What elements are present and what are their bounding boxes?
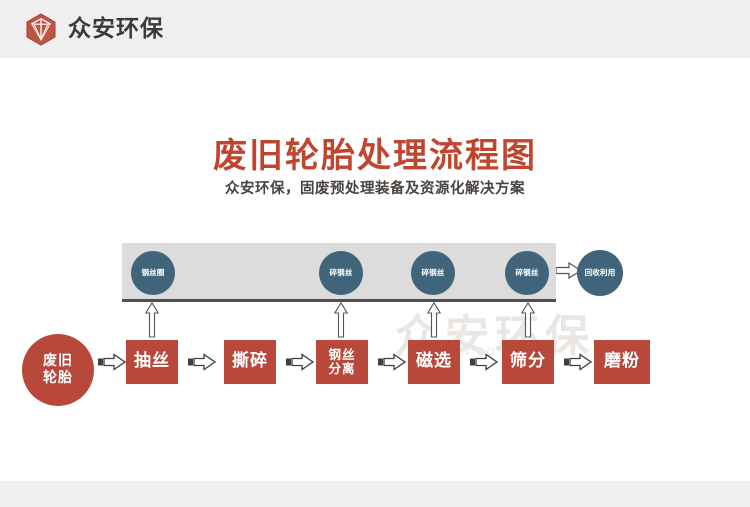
source-node-waste-tire[interactable]: 废旧 轮胎 bbox=[22, 334, 94, 406]
page-subtitle: 众安环保，固废预处理装备及资源化解决方案 bbox=[225, 180, 525, 197]
brand-name: 众安环保 bbox=[68, 16, 164, 42]
output-node-broken-wire-2[interactable]: 碎钢丝 bbox=[411, 251, 455, 295]
process-step-label-line1: 钢丝 bbox=[328, 346, 356, 362]
process-step-steel-wire-separation[interactable]: 钢丝 分离 bbox=[316, 340, 368, 384]
process-step-label: 抽丝 bbox=[134, 351, 170, 372]
source-node-label-line2: 轮胎 bbox=[43, 370, 73, 386]
process-step-magnetic-separation[interactable]: 磁选 bbox=[408, 340, 460, 384]
footer-band bbox=[0, 481, 750, 507]
arrow-step2-to-step3-icon bbox=[286, 353, 315, 371]
arrow-source-to-step1-icon bbox=[98, 353, 127, 371]
up-arrow-from-steel-sep-icon bbox=[333, 301, 349, 338]
output-node-broken-wire-1[interactable]: 碎钢丝 bbox=[319, 251, 363, 295]
process-step-label: 磁选 bbox=[416, 351, 452, 372]
process-step-screening[interactable]: 筛分 bbox=[502, 340, 554, 384]
process-step-label: 筛分 bbox=[510, 351, 546, 372]
output-node-broken-wire-3[interactable]: 碎钢丝 bbox=[505, 251, 549, 295]
up-arrow-from-screening-icon bbox=[520, 301, 536, 338]
process-step-label: 磨粉 bbox=[604, 351, 640, 372]
hexagon-diamond-logo-icon bbox=[24, 12, 58, 46]
arrow-to-recycle-icon bbox=[555, 261, 583, 280]
process-step-label-line2: 分离 bbox=[328, 361, 356, 376]
arrow-step4-to-step5-icon bbox=[470, 353, 499, 371]
process-step-chousi[interactable]: 抽丝 bbox=[126, 340, 178, 384]
collection-bar-rule bbox=[122, 299, 556, 302]
arrow-step3-to-step4-icon bbox=[378, 353, 407, 371]
arrow-step1-to-step2-icon bbox=[188, 353, 217, 371]
header-band bbox=[0, 0, 750, 58]
output-node-recycle[interactable]: 回收利用 bbox=[577, 250, 623, 296]
brand-logo-group: 众安环保 bbox=[24, 12, 164, 46]
page-title: 废旧轮胎处理流程图 bbox=[213, 136, 537, 176]
process-step-sisui[interactable]: 撕碎 bbox=[224, 340, 276, 384]
arrow-step5-to-step6-icon bbox=[564, 353, 593, 371]
up-arrow-from-magnetic-icon bbox=[426, 301, 442, 338]
source-node-label-line1: 废旧 bbox=[43, 352, 73, 369]
up-arrow-from-chousi-icon bbox=[144, 301, 160, 338]
output-node-steel-bead[interactable]: 钢丝圈 bbox=[131, 251, 175, 295]
process-step-milling[interactable]: 磨粉 bbox=[594, 340, 650, 384]
process-step-label: 撕碎 bbox=[232, 351, 268, 372]
